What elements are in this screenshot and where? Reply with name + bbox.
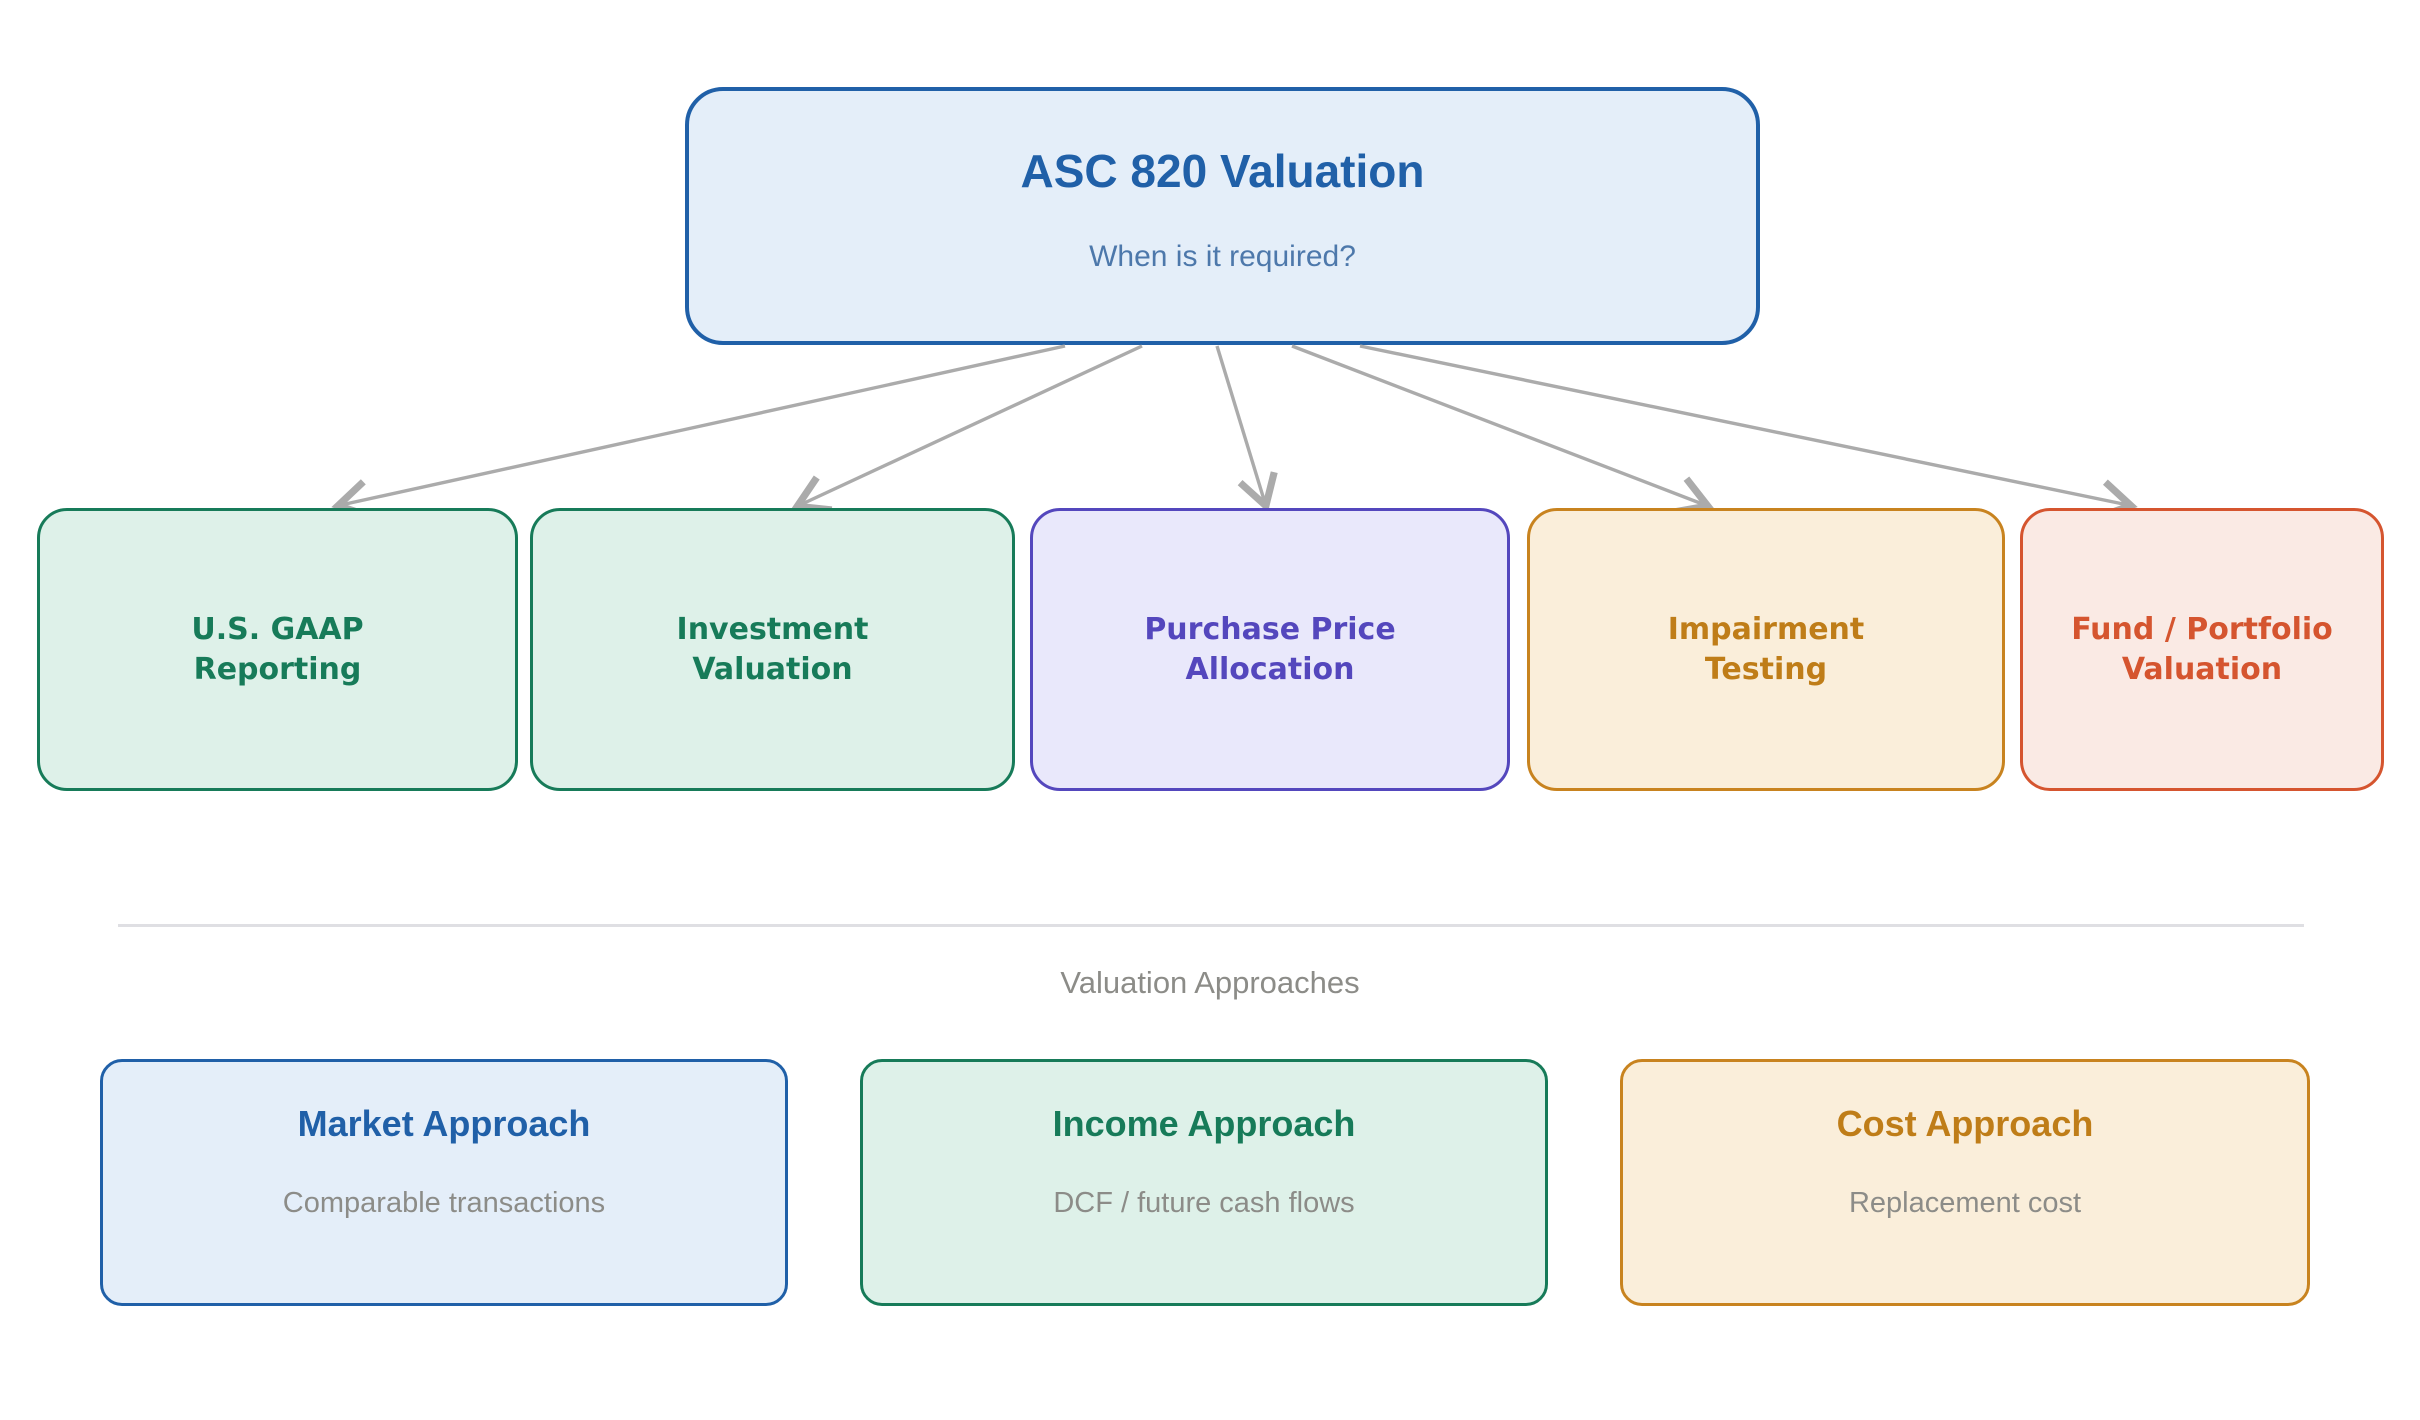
node-label-line: Valuation (692, 651, 853, 687)
approach-title: Income Approach (1052, 1103, 1356, 1144)
node-label-line: Valuation (2121, 651, 2283, 687)
node-asc-820-valuation: ASC 820 Valuation When is it required? (685, 87, 1760, 345)
section-divider (118, 924, 2304, 927)
node-label-line: Investment (676, 611, 869, 647)
node-label-line: Allocation (1185, 651, 1355, 687)
root-node-title: ASC 820 Valuation (1020, 145, 1425, 197)
approach-subtitle: Replacement cost (1848, 1187, 2082, 1219)
root-node-subtitle: When is it required? (1089, 240, 1356, 273)
node-label-line: Testing (1704, 651, 1828, 687)
connector-line-us-gaap (331, 344, 1066, 521)
approach-subtitle: DCF / future cash flows (1053, 1187, 1355, 1219)
approach-subtitle: Comparable transactions (282, 1187, 606, 1219)
node-us-gaap-reporting: U.S. GAAP Reporting (37, 508, 518, 791)
node-fund-portfolio-valuation: Fund / Portfolio Valuation (2020, 508, 2384, 791)
node-market-approach: Market Approach Comparable transactions (100, 1059, 788, 1306)
node-label-line: Purchase Price (1144, 611, 1396, 647)
node-label-line: Impairment (1667, 611, 1865, 647)
node-cost-approach: Cost Approach Replacement cost (1620, 1059, 2310, 1306)
approach-title: Cost Approach (1836, 1103, 2094, 1144)
node-impairment-testing: Impairment Testing (1527, 508, 2005, 791)
connector-line-fund-portfolio (1359, 344, 2138, 521)
section-label: Valuation Approaches (1060, 965, 1360, 1000)
node-purchase-price-allocation: Purchase Price Allocation (1030, 508, 1510, 791)
approach-title: Market Approach (297, 1103, 591, 1144)
node-label-line: Reporting (193, 651, 362, 687)
node-income-approach: Income Approach DCF / future cash flows (860, 1059, 1548, 1306)
node-label-line: Fund / Portfolio (2071, 611, 2333, 647)
connector-line-investment (791, 344, 1143, 514)
node-label-line: U.S. GAAP (191, 611, 364, 647)
connector-line-impairment (1291, 344, 1715, 516)
node-investment-valuation: Investment Valuation (530, 508, 1015, 791)
connector-line-purchase-price (1215, 345, 1278, 513)
